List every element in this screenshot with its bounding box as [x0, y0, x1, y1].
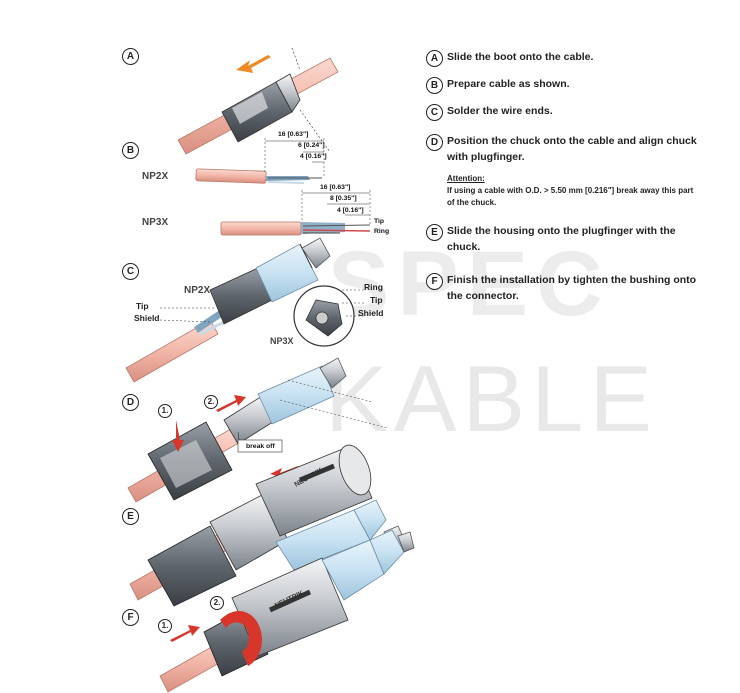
- instruction-b-text: Prepare cable as shown.: [447, 78, 570, 90]
- f-step2-label: 2.: [210, 596, 224, 610]
- c3-ring-label: Ring: [364, 282, 383, 292]
- break-off-label: break off: [246, 443, 275, 450]
- dim-np2x-6: 6 [0.24"]: [298, 142, 325, 149]
- rotate-arrow-icon: [220, 610, 262, 666]
- instruction-e-letter: E: [426, 224, 443, 241]
- c3-shield-label: Shield: [358, 308, 384, 318]
- instruction-c-text: Solder the wire ends.: [447, 105, 553, 117]
- arrow-icon: [170, 625, 200, 642]
- label-f: F: [122, 609, 139, 626]
- dim-np3x-16: 16 [0.63"]: [320, 184, 351, 191]
- c3-tip-label: Tip: [370, 295, 383, 305]
- instruction-b-letter: B: [426, 77, 443, 94]
- c-shield-label: Shield: [134, 313, 160, 323]
- arrow-icon: [172, 420, 184, 452]
- instruction-d-letter: D: [426, 134, 443, 151]
- dim-np3x-4: 4 [0.16"]: [337, 207, 364, 214]
- instruction-a-text: Slide the boot onto the cable.: [447, 51, 594, 63]
- arrow-icon: [236, 55, 271, 73]
- instruction-a-letter: A: [426, 50, 443, 67]
- np2x-c-label: NP2X: [184, 285, 211, 296]
- label-b: B: [122, 142, 139, 159]
- step-a-illustration: [177, 47, 339, 155]
- d-step2-label: 2.: [204, 395, 218, 409]
- label-c: C: [122, 263, 139, 280]
- instruction-f-letter: F: [426, 273, 443, 290]
- instruction-e-text: Slide the housing onto the plugfinger wi…: [447, 225, 676, 253]
- np3x-ring-label: Ring: [374, 228, 390, 235]
- label-e: E: [122, 508, 139, 525]
- np3x-c-label: NP3X: [270, 336, 294, 346]
- instruction-c-letter: C: [426, 104, 443, 121]
- step-d-illustration: [127, 357, 389, 503]
- attention-note: Attention: If using a cable with O.D. > …: [447, 173, 699, 209]
- dim-np2x-16: 16 [0.63"]: [278, 131, 309, 138]
- np3x-tip-label: Tip: [374, 218, 385, 225]
- dim-np2x-4: 4 [0.16"]: [300, 153, 327, 160]
- step-b-illustration: [195, 138, 371, 236]
- dim-np3x-8: 8 [0.35"]: [330, 195, 357, 202]
- step-f-illustration: [159, 529, 415, 693]
- instruction-d-text: Position the chuck onto the cable and al…: [447, 135, 697, 163]
- d-step1-label: 1.: [158, 404, 172, 418]
- step-c-illustration: [125, 237, 366, 383]
- np3x-label: NP3X: [142, 217, 169, 228]
- attention-title: Attention:: [447, 174, 485, 183]
- label-d: D: [122, 394, 139, 411]
- instruction-f-text: Finish the installation by tighten the b…: [447, 274, 697, 302]
- arrow-icon: [216, 395, 246, 412]
- f-step1-label: 1.: [158, 619, 172, 633]
- attention-body: If using a cable with O.D. > 5.50 mm [0.…: [447, 186, 694, 207]
- np2x-label: NP2X: [142, 171, 169, 182]
- c-tip-label: Tip: [136, 301, 149, 311]
- label-a: A: [122, 48, 139, 65]
- step-e-illustration: [129, 444, 407, 607]
